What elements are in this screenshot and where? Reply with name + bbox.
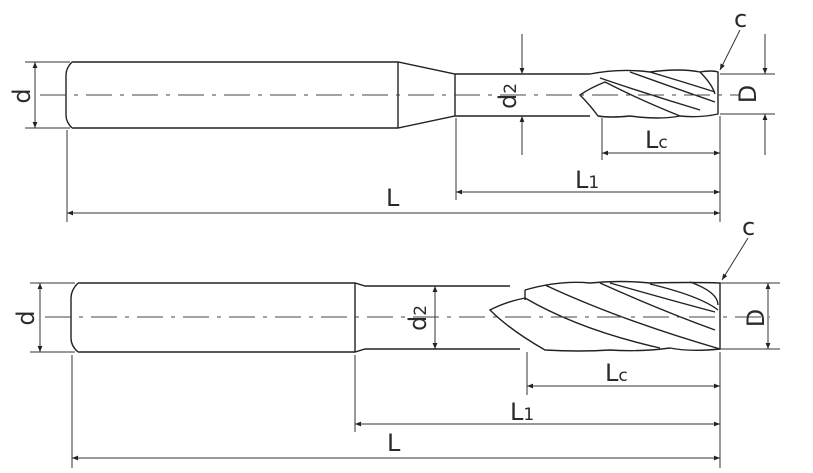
dim-c-leader [721, 237, 749, 281]
label-d: d [8, 88, 36, 103]
tool-top: d d2 D c Lc L1 L [8, 5, 775, 222]
label-Lc: Lc [645, 126, 668, 154]
label-L: L [387, 429, 401, 457]
flutes [578, 69, 719, 119]
label-c: c [742, 213, 755, 241]
label-L: L [386, 184, 400, 212]
dim-c-leader [719, 29, 741, 71]
label-L1: L1 [510, 398, 534, 426]
label-d2: d2 [494, 83, 522, 109]
label-c: c [734, 5, 747, 33]
label-Lc: Lc [605, 359, 628, 387]
tool-bottom: d d2 D c Lc L1 L [12, 213, 780, 468]
label-D: D [742, 309, 770, 327]
shank [70, 282, 520, 353]
label-D: D [734, 85, 762, 103]
label-L1: L1 [575, 166, 599, 194]
label-d: d [12, 310, 40, 325]
flutes [488, 280, 721, 352]
label-d2: d2 [404, 305, 432, 331]
